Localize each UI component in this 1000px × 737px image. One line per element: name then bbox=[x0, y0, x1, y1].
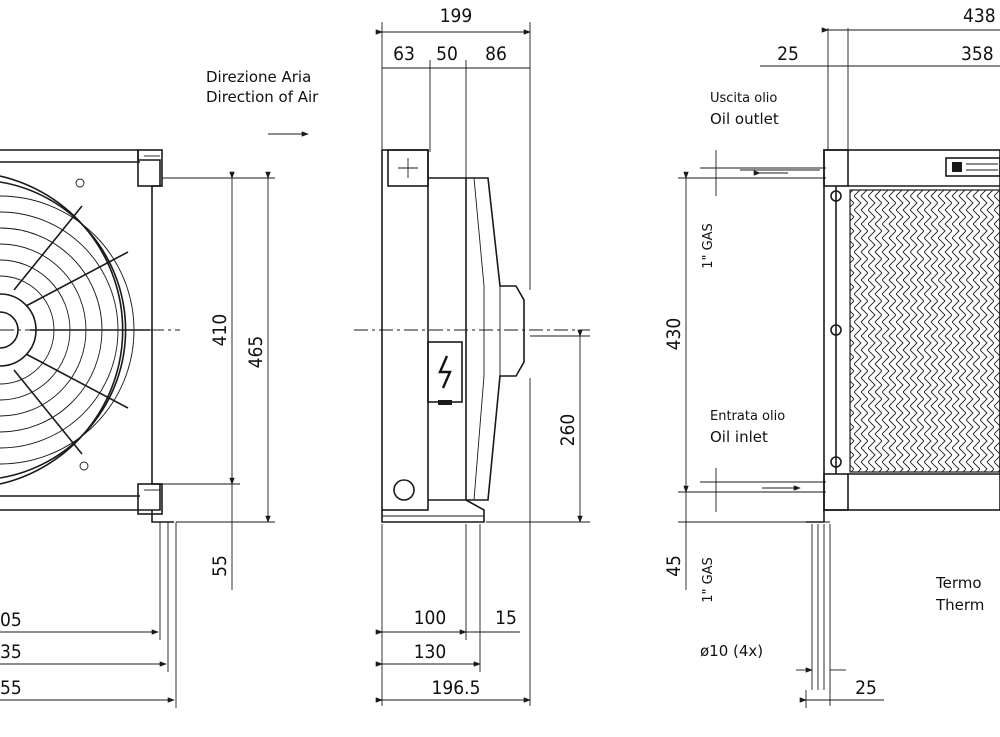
dim-45: 45 bbox=[663, 555, 685, 577]
rear-view bbox=[678, 27, 1000, 708]
side-view bbox=[354, 22, 590, 706]
dim-255: 55 bbox=[0, 677, 22, 699]
dim-199: 199 bbox=[440, 5, 473, 27]
air-direction-it: Direzione Aria bbox=[206, 68, 311, 86]
holes-label: ø10 (4x) bbox=[700, 642, 763, 660]
dim-465: 465 bbox=[245, 336, 267, 369]
oil-inlet-it: Entrata olio bbox=[710, 409, 785, 424]
dim-15: 15 bbox=[495, 607, 517, 629]
front-view bbox=[0, 149, 275, 708]
dim-438: 438 bbox=[963, 5, 996, 27]
thermo-it: Termo bbox=[935, 574, 982, 592]
thermo-en: Therm bbox=[935, 596, 984, 614]
oil-inlet-en: Oil inlet bbox=[710, 428, 768, 446]
dim-86: 86 bbox=[485, 43, 507, 65]
dim-260: 260 bbox=[557, 414, 579, 447]
dim-205: 05 bbox=[0, 609, 22, 631]
dim-100: 100 bbox=[414, 607, 447, 629]
gas-top-label: 1" GAS bbox=[701, 223, 716, 269]
dim-63: 63 bbox=[393, 43, 415, 65]
dim-196-5: 196.5 bbox=[432, 677, 481, 699]
dim-130: 130 bbox=[414, 641, 447, 663]
dim-25-bottom: 25 bbox=[855, 677, 877, 699]
dim-55: 55 bbox=[209, 555, 231, 577]
oil-outlet-it: Uscita olio bbox=[710, 91, 777, 106]
air-direction-en: Direction of Air bbox=[206, 88, 319, 106]
gas-bottom-label: 1" GAS bbox=[701, 557, 716, 603]
dim-430: 430 bbox=[663, 318, 685, 351]
dim-235: 35 bbox=[0, 641, 22, 663]
dim-50: 50 bbox=[436, 43, 458, 65]
dim-358: 358 bbox=[961, 43, 994, 65]
dim-410: 410 bbox=[209, 314, 231, 347]
oil-outlet-en: Oil outlet bbox=[710, 110, 779, 128]
dim-25-top: 25 bbox=[777, 43, 799, 65]
